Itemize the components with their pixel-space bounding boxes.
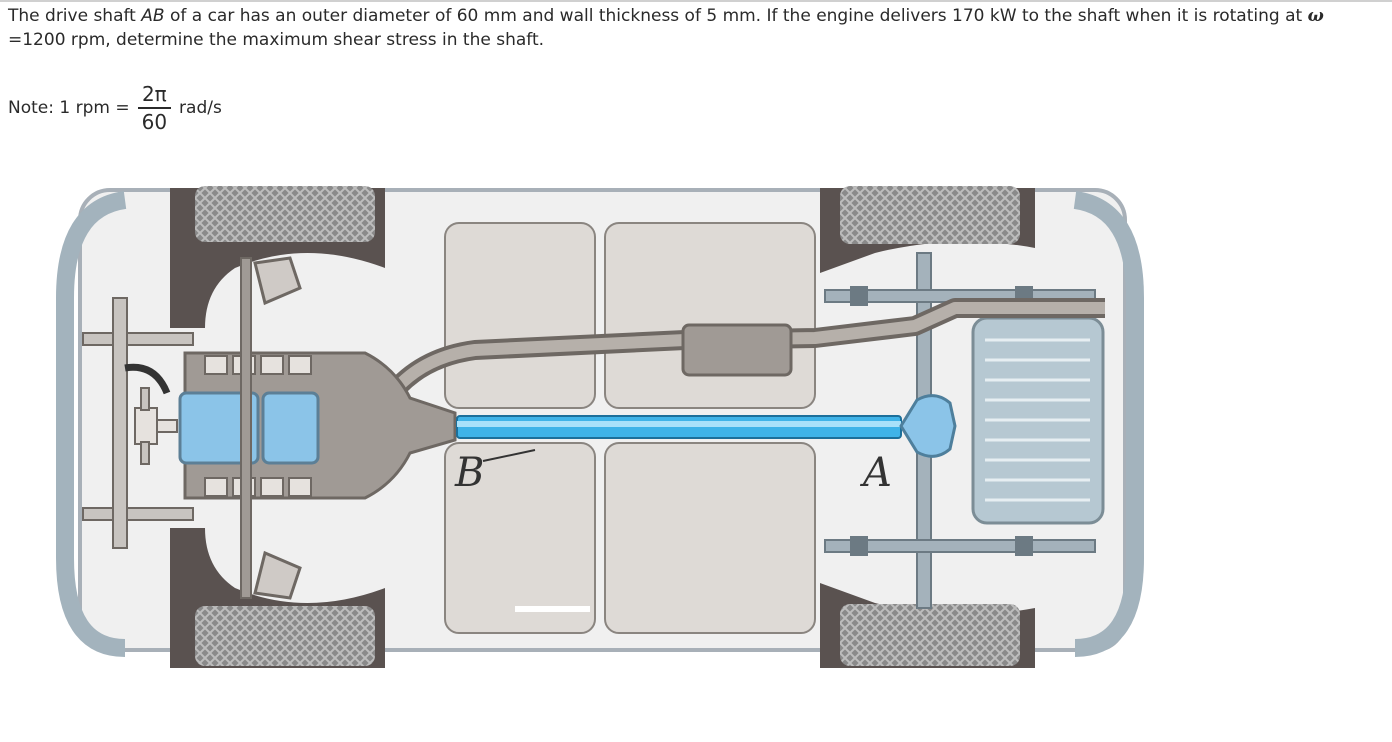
- front-suspension-arm-bottom: [253, 550, 302, 600]
- problem-text-part-1: The drive shaft: [8, 6, 142, 26]
- cooling-fan: [134, 387, 178, 465]
- front-frame-rail: [112, 297, 128, 549]
- rear-suspension-bar-bottom: [824, 536, 1096, 556]
- tire-front-right: [195, 606, 375, 666]
- omega-symbol: ω: [1307, 6, 1324, 26]
- tire-rear-right: [840, 604, 1020, 666]
- fraction: 2π 60: [137, 81, 172, 135]
- top-divider: [0, 0, 1392, 2]
- front-axle: [240, 257, 252, 599]
- engine-block-front: [178, 391, 260, 465]
- differential: [899, 394, 957, 458]
- note-suffix: rad/s: [179, 98, 222, 118]
- label-a: A: [859, 450, 892, 496]
- muffler: [681, 323, 793, 377]
- rear-bumper: [1073, 191, 1144, 657]
- problem-statement: The drive shaft AB of a car has an outer…: [8, 4, 1383, 52]
- fraction-denominator: 60: [137, 107, 172, 135]
- floor-highlight: [515, 606, 590, 612]
- conversion-note: Note: 1 rpm = 2π 60 rad/s: [8, 78, 222, 138]
- fraction-numerator: 2π: [141, 82, 167, 106]
- problem-text-part-2: of a car has an outer diameter of 60 mm …: [164, 6, 1308, 26]
- floor-panel-rear-left: [604, 222, 816, 409]
- front-suspension-arm-top: [253, 256, 302, 306]
- label-b: B: [454, 450, 484, 496]
- tire-rear-left: [840, 186, 1020, 244]
- problem-text-part-3: =1200 rpm, determine the maximum shear s…: [8, 30, 545, 50]
- shaft-label-ab: AB: [141, 6, 165, 26]
- front-bumper: [56, 191, 127, 657]
- engine-block-rear: [261, 391, 320, 465]
- fuel-tank-ribs: [985, 338, 1090, 502]
- note-prefix: Note: 1 rpm =: [8, 98, 130, 118]
- tire-front-left: [195, 186, 375, 242]
- floor-panel-rear-right: [604, 442, 816, 634]
- front-cross-member-top: [82, 332, 194, 346]
- car-underside-diagram: B A: [56, 186, 1144, 668]
- floor-panel-front-left: [444, 222, 596, 409]
- front-cross-member-bottom: [82, 507, 194, 521]
- floor-panel-front-right: [444, 442, 596, 634]
- radiator-hose: [124, 363, 171, 395]
- label-b-leader: [482, 449, 536, 462]
